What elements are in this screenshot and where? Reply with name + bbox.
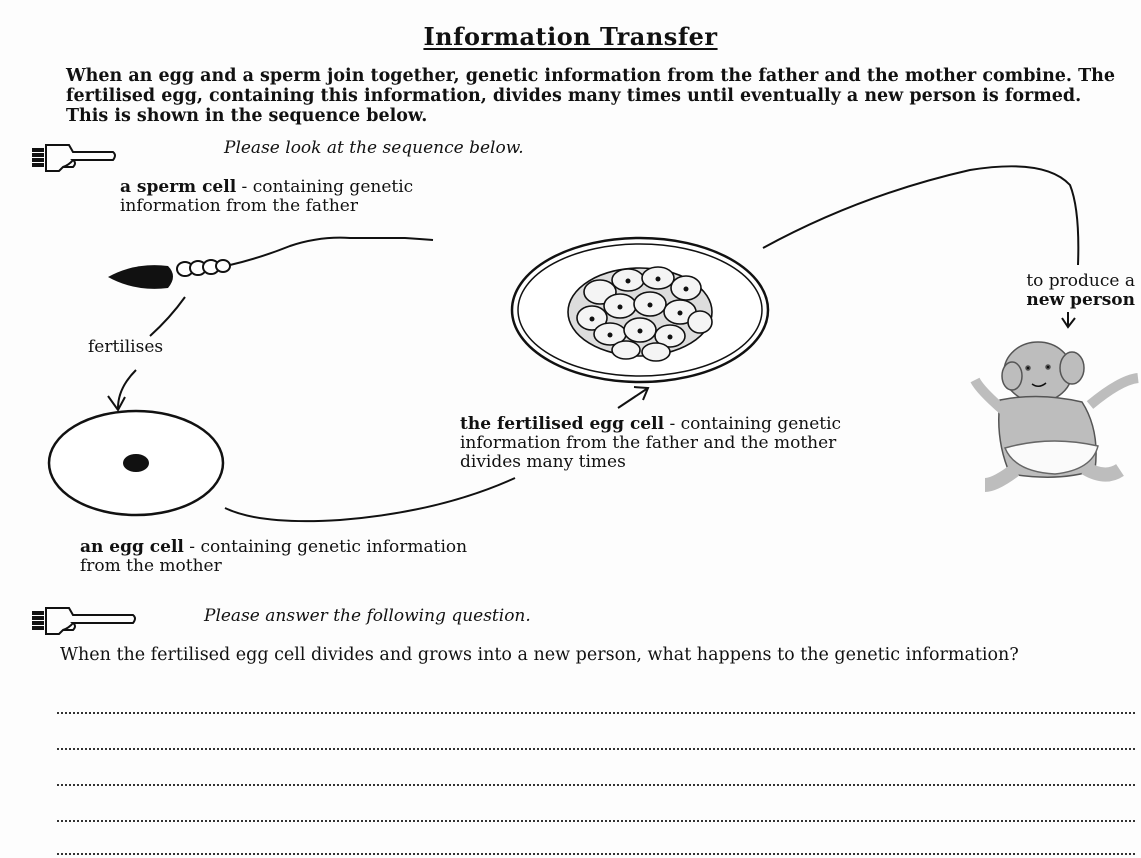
answer-line[interactable] [57, 784, 1135, 786]
new-person-line-2: new person [955, 291, 1135, 310]
answer-line[interactable] [57, 820, 1135, 822]
egg-cell-name: an egg cell [80, 537, 184, 557]
new-person-label: to produce a new person [955, 272, 1135, 310]
egg-to-fertilised-line [225, 478, 515, 521]
fertilises-line [150, 297, 185, 336]
egg-cell-drawing [49, 411, 223, 515]
arrow-to-baby [1062, 312, 1075, 327]
fertilised-egg-drawing [512, 238, 768, 382]
instruction-look: Please look at the sequence below. [224, 138, 524, 158]
pointing-hand-icon [33, 608, 135, 634]
intro-paragraph: When an egg and a sperm join together, g… [66, 66, 1126, 126]
fertilises-arrow [118, 370, 136, 408]
pointing-hand-icon [33, 145, 115, 171]
instruction-answer: Please answer the following question. [204, 606, 531, 626]
fertilised-egg-label: the fertilised egg cell - containing gen… [460, 415, 890, 472]
new-person-line-1: to produce a [955, 272, 1135, 291]
answer-line[interactable] [57, 853, 1135, 855]
answer-line[interactable] [57, 748, 1135, 750]
baby-drawing [975, 342, 1138, 485]
answer-line[interactable] [57, 712, 1135, 714]
question-text: When the fertilised egg cell divides and… [60, 646, 1135, 665]
page-title: Information Transfer [0, 22, 1141, 51]
sperm-cell-name: a sperm cell [120, 177, 236, 197]
sperm-cell-drawing [108, 238, 433, 289]
egg-cell-label: an egg cell - containing genetic informa… [80, 538, 500, 576]
sperm-cell-label: a sperm cell - containing genetic inform… [120, 178, 510, 216]
fertilised-to-baby-line [763, 166, 1078, 265]
fertilises-label: fertilises [88, 338, 163, 357]
fertilised-egg-name: the fertilised egg cell [460, 414, 664, 434]
arrowhead [108, 396, 125, 410]
